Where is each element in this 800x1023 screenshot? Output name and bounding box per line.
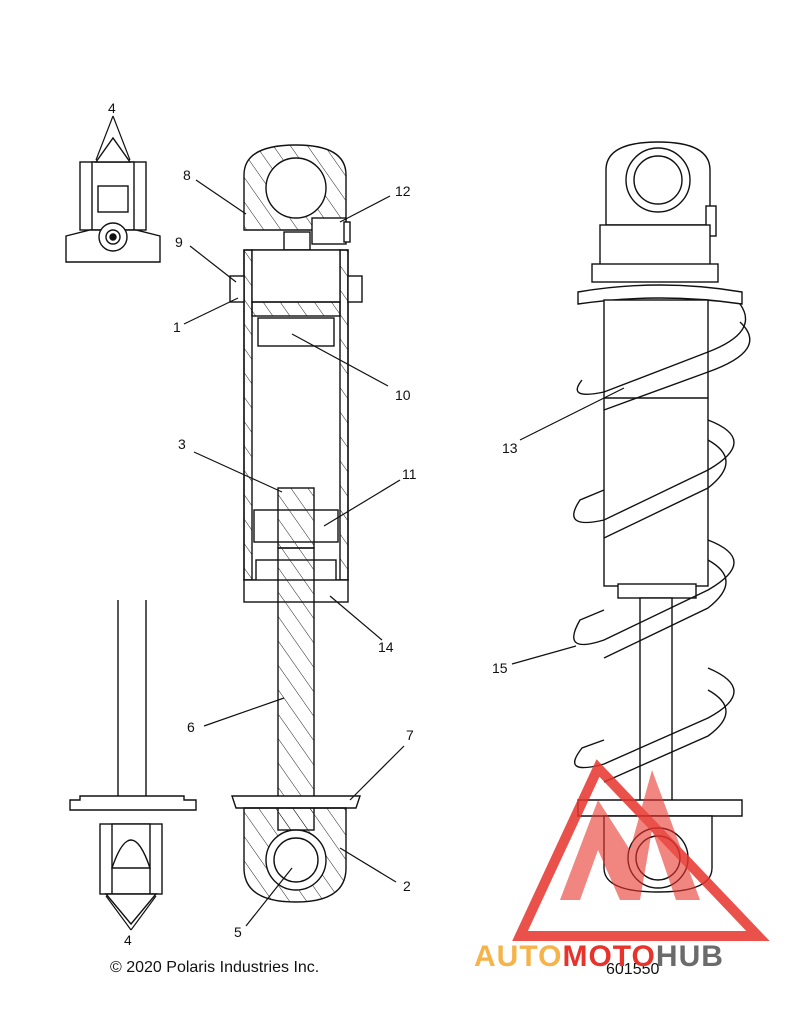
callout-9: 9: [175, 234, 183, 250]
callout-12: 12: [395, 183, 411, 199]
callout-10: 10: [395, 387, 411, 403]
callout-2: 2: [403, 878, 411, 894]
callout-1: 1: [173, 319, 181, 335]
callout-7: 7: [406, 727, 414, 743]
top-eyelet-detail: [65, 136, 161, 263]
callout-13: 13: [502, 440, 518, 456]
cutaway-shock: [229, 144, 363, 903]
callout-14: 14: [378, 639, 394, 655]
callout-5: 5: [234, 924, 242, 940]
callout-15: 15: [492, 660, 508, 676]
callout-6: 6: [187, 719, 195, 735]
diagram-number: 601550: [606, 961, 660, 978]
callout-3: 3: [178, 436, 186, 452]
callout-4-bottom: 4: [124, 932, 132, 948]
watermark-part-hub: HUB: [655, 940, 724, 973]
assembled-shock: [573, 141, 751, 893]
callout-8: 8: [183, 167, 191, 183]
watermark-part-auto: AUTO: [474, 940, 563, 973]
watermark-logo: [512, 759, 770, 941]
leader-lines: [95, 115, 625, 931]
copyright-text: © 2020 Polaris Industries Inc.: [110, 959, 320, 976]
watermark-part-moto: MOTO: [562, 940, 656, 973]
callout-4-top: 4: [108, 100, 116, 116]
callout-11: 11: [402, 466, 417, 482]
watermark-text: AUTOMOTOHUB: [474, 942, 724, 972]
bottom-eyelet-detail: [69, 600, 197, 926]
